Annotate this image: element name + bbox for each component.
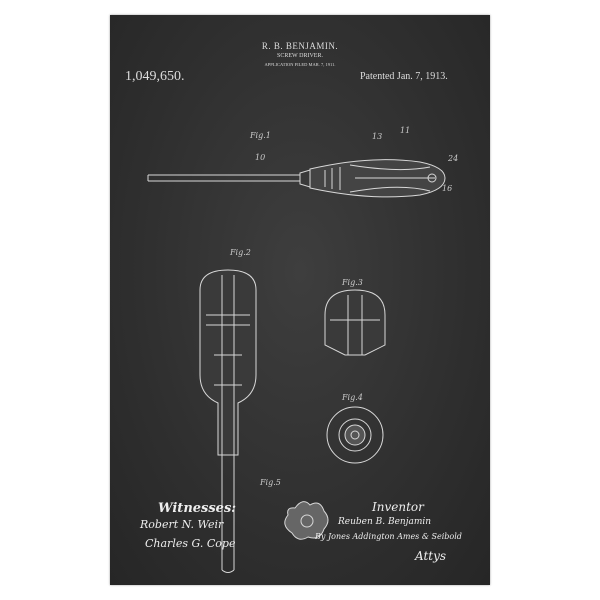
svg-text:11: 11 (400, 126, 410, 135)
fig2-label: Fig.2 (229, 248, 251, 257)
svg-text:10: 10 (255, 153, 265, 162)
fig1-label: Fig.1 (249, 131, 271, 140)
inventor-label: Inventor (372, 500, 424, 514)
svg-text:16: 16 (442, 184, 452, 193)
witness-1-signature: Robert N. Weir (140, 518, 224, 531)
fig1-screwdriver (147, 159, 446, 198)
witnesses-label: Witnesses: (158, 501, 237, 516)
inventor-header: R. B. BENJAMIN. (261, 41, 339, 51)
patent-poster: R. B. BENJAMIN. SCREW DRIVER. APPLICATIO… (110, 15, 490, 585)
patent-title: SCREW DRIVER. (277, 53, 323, 59)
patented-date: Patented Jan. 7, 1913. (360, 71, 448, 82)
svg-text:24: 24 (447, 154, 458, 163)
witness-2-signature: Charles G. Cope (145, 537, 236, 550)
attys-label: Attys (415, 549, 447, 563)
fig2-section (199, 269, 257, 573)
patent-number: 1,049,650. (125, 69, 185, 84)
fig5-label: Fig.5 (259, 478, 281, 487)
inventor-signature: Reuben B. Benjamin (338, 517, 432, 527)
fig4-label: Fig.4 (341, 393, 363, 402)
fig5-star-section (284, 501, 329, 540)
patent-drawings: Fig.1 Fig.2 Fig.3 Fig.4 Fig.5 10 13 11 24 1… (147, 126, 458, 573)
attorneys-signature: By Jones Addington Ames & Seibold (315, 532, 462, 541)
svg-text:13: 13 (372, 132, 382, 141)
application-date: APPLICATION FILED MAR. 7, 1911. (264, 62, 336, 67)
fig4-circles (326, 406, 384, 464)
fig3-label: Fig.3 (341, 278, 363, 287)
fig3-section (324, 289, 386, 356)
